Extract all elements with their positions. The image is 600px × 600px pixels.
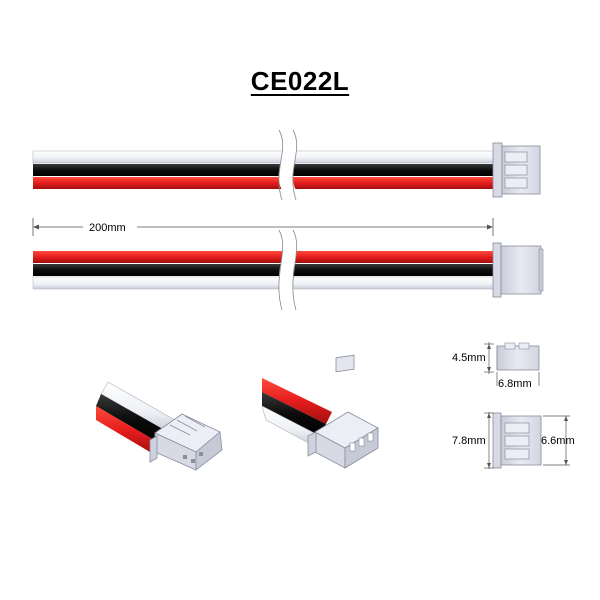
cable-top-view — [32, 129, 541, 201]
top-width-label: 6.8mm — [498, 378, 532, 390]
connector-top — [492, 242, 544, 298]
cable-break — [278, 140, 297, 190]
connector-dimension-front: 7.8mm 6.6mm — [452, 412, 575, 469]
connector-3d-front — [96, 381, 223, 471]
wire-white — [32, 150, 496, 164]
length-dimension: 200mm — [32, 218, 494, 236]
cable-break — [278, 240, 297, 300]
connector-3d-rear — [261, 354, 379, 469]
cable-bottom-view — [32, 229, 544, 311]
connector-dimension-top: 4.5mm 6.8mm — [452, 342, 540, 390]
connector-side — [492, 142, 541, 198]
wire-black — [33, 164, 495, 176]
front-height-label: 7.8mm — [452, 435, 486, 447]
wire-red — [33, 251, 495, 263]
front-inner-height-label: 6.6mm — [541, 435, 575, 447]
wire-black — [33, 264, 495, 276]
wire-white — [32, 276, 496, 290]
top-height-label: 4.5mm — [452, 352, 486, 364]
diagram-title: CE022L — [250, 66, 350, 96]
length-label: 200mm — [89, 222, 126, 234]
wire-red — [33, 177, 495, 189]
